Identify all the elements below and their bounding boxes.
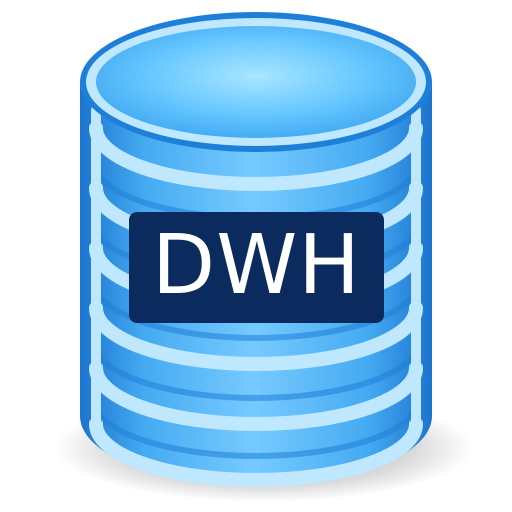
ring-band-1: [89, 121, 423, 191]
side-edges: [91, 105, 421, 429]
cylinder-top-surface: [96, 26, 416, 138]
ring-band-4: [89, 301, 423, 371]
ring-band-5: [89, 361, 423, 431]
dwh-label-badge: DWH: [129, 212, 384, 323]
ring-band-6: [89, 417, 423, 487]
dwh-label-text: DWH: [152, 217, 361, 313]
